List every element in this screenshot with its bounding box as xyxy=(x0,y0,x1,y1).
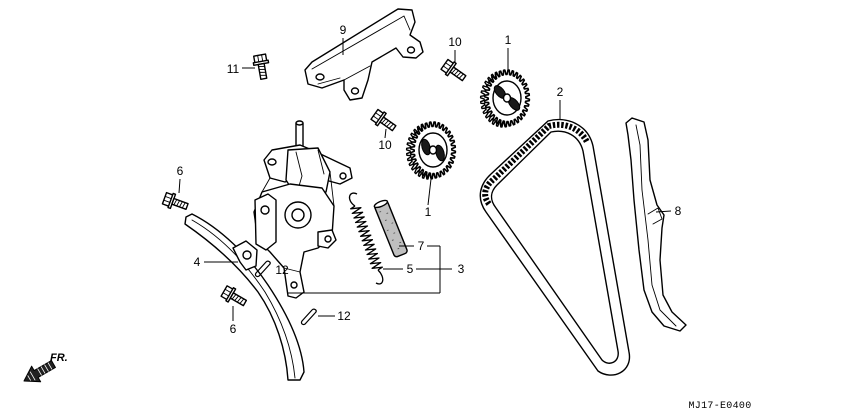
bracket-hole xyxy=(350,87,360,95)
sprocket-window xyxy=(421,138,431,156)
tensioner-body xyxy=(253,120,353,299)
spring xyxy=(348,192,384,285)
tensioner-arm xyxy=(184,213,305,381)
arm-ear-hole xyxy=(242,250,252,260)
chain-inner-edge xyxy=(490,130,619,364)
bracket-hole xyxy=(406,46,416,54)
sprocket-bore xyxy=(502,93,512,103)
side-plate-hole xyxy=(260,205,270,215)
callout-8: 8 xyxy=(675,204,682,218)
bolt-6-upper xyxy=(161,190,191,215)
sprocket-lower xyxy=(405,121,457,180)
bracket-outline xyxy=(304,8,424,101)
callout-10-lower: 10 xyxy=(378,138,392,152)
arrow-hatch xyxy=(27,362,53,381)
front-direction-arrow-icon xyxy=(23,360,56,383)
direction-label: FR. xyxy=(50,352,68,364)
plate-hole xyxy=(267,158,277,166)
chain-links xyxy=(482,121,590,206)
plunger-tip xyxy=(295,120,304,126)
bracket-hole xyxy=(315,73,325,81)
callout-12-upper: 12 xyxy=(275,263,289,277)
leader-line xyxy=(384,128,387,139)
roller-end xyxy=(373,199,389,209)
leader-line xyxy=(427,178,432,206)
pivot-hole xyxy=(290,281,298,289)
spring-coil xyxy=(350,205,383,271)
plate-hole xyxy=(339,172,347,180)
bracket-part xyxy=(304,8,424,101)
housing-bore-inner xyxy=(291,208,305,222)
sprocket-window xyxy=(435,144,445,162)
leader-line xyxy=(178,178,181,194)
bolt-10-upper xyxy=(439,57,470,86)
callout-9: 9 xyxy=(340,23,347,37)
sprocket-bore xyxy=(428,145,438,155)
tab-hole xyxy=(324,235,332,243)
callout-4: 4 xyxy=(194,255,201,269)
roller-body xyxy=(374,200,408,258)
callout-12-lower: 12 xyxy=(337,309,351,323)
diagram-code: MJ17-E0400 xyxy=(688,401,751,412)
callout-5: 5 xyxy=(407,262,414,276)
spring-hook-top xyxy=(348,192,358,207)
callout-6-lower: 6 xyxy=(230,322,237,336)
bolt-11 xyxy=(251,53,272,81)
clip-lower xyxy=(300,308,317,326)
chain-guide xyxy=(625,117,687,332)
clip-shape xyxy=(300,308,317,326)
housing-edge xyxy=(261,171,335,273)
sprocket-upper xyxy=(479,69,531,128)
bolt-10-lower xyxy=(369,107,400,136)
callout-1-lower: 1 xyxy=(425,205,432,219)
guide-outline xyxy=(625,117,687,332)
callout-3: 3 xyxy=(458,262,465,276)
cam-chain xyxy=(479,118,631,376)
bolt-6-lower xyxy=(219,283,250,311)
tensioner-block xyxy=(285,147,331,197)
roller xyxy=(373,199,408,258)
guide-face-line xyxy=(635,124,677,327)
callout-10-upper: 10 xyxy=(448,35,462,49)
spring-hook-bottom xyxy=(375,269,384,285)
arm-ridge xyxy=(191,219,296,379)
callout-2: 2 xyxy=(557,85,564,99)
callout-6-upper: 6 xyxy=(177,164,184,178)
clip-shape xyxy=(254,260,271,278)
arrow-shape xyxy=(23,360,56,383)
callout-7: 7 xyxy=(418,239,425,253)
guide-tab xyxy=(647,207,663,225)
callout-11: 11 xyxy=(227,62,240,76)
tensioner-plunger xyxy=(295,121,304,149)
roller-texture xyxy=(379,211,402,250)
clip-upper xyxy=(254,260,271,278)
tensioner-side-plate xyxy=(254,193,277,251)
callout-1-upper: 1 xyxy=(505,33,512,47)
leader-line xyxy=(655,210,672,213)
